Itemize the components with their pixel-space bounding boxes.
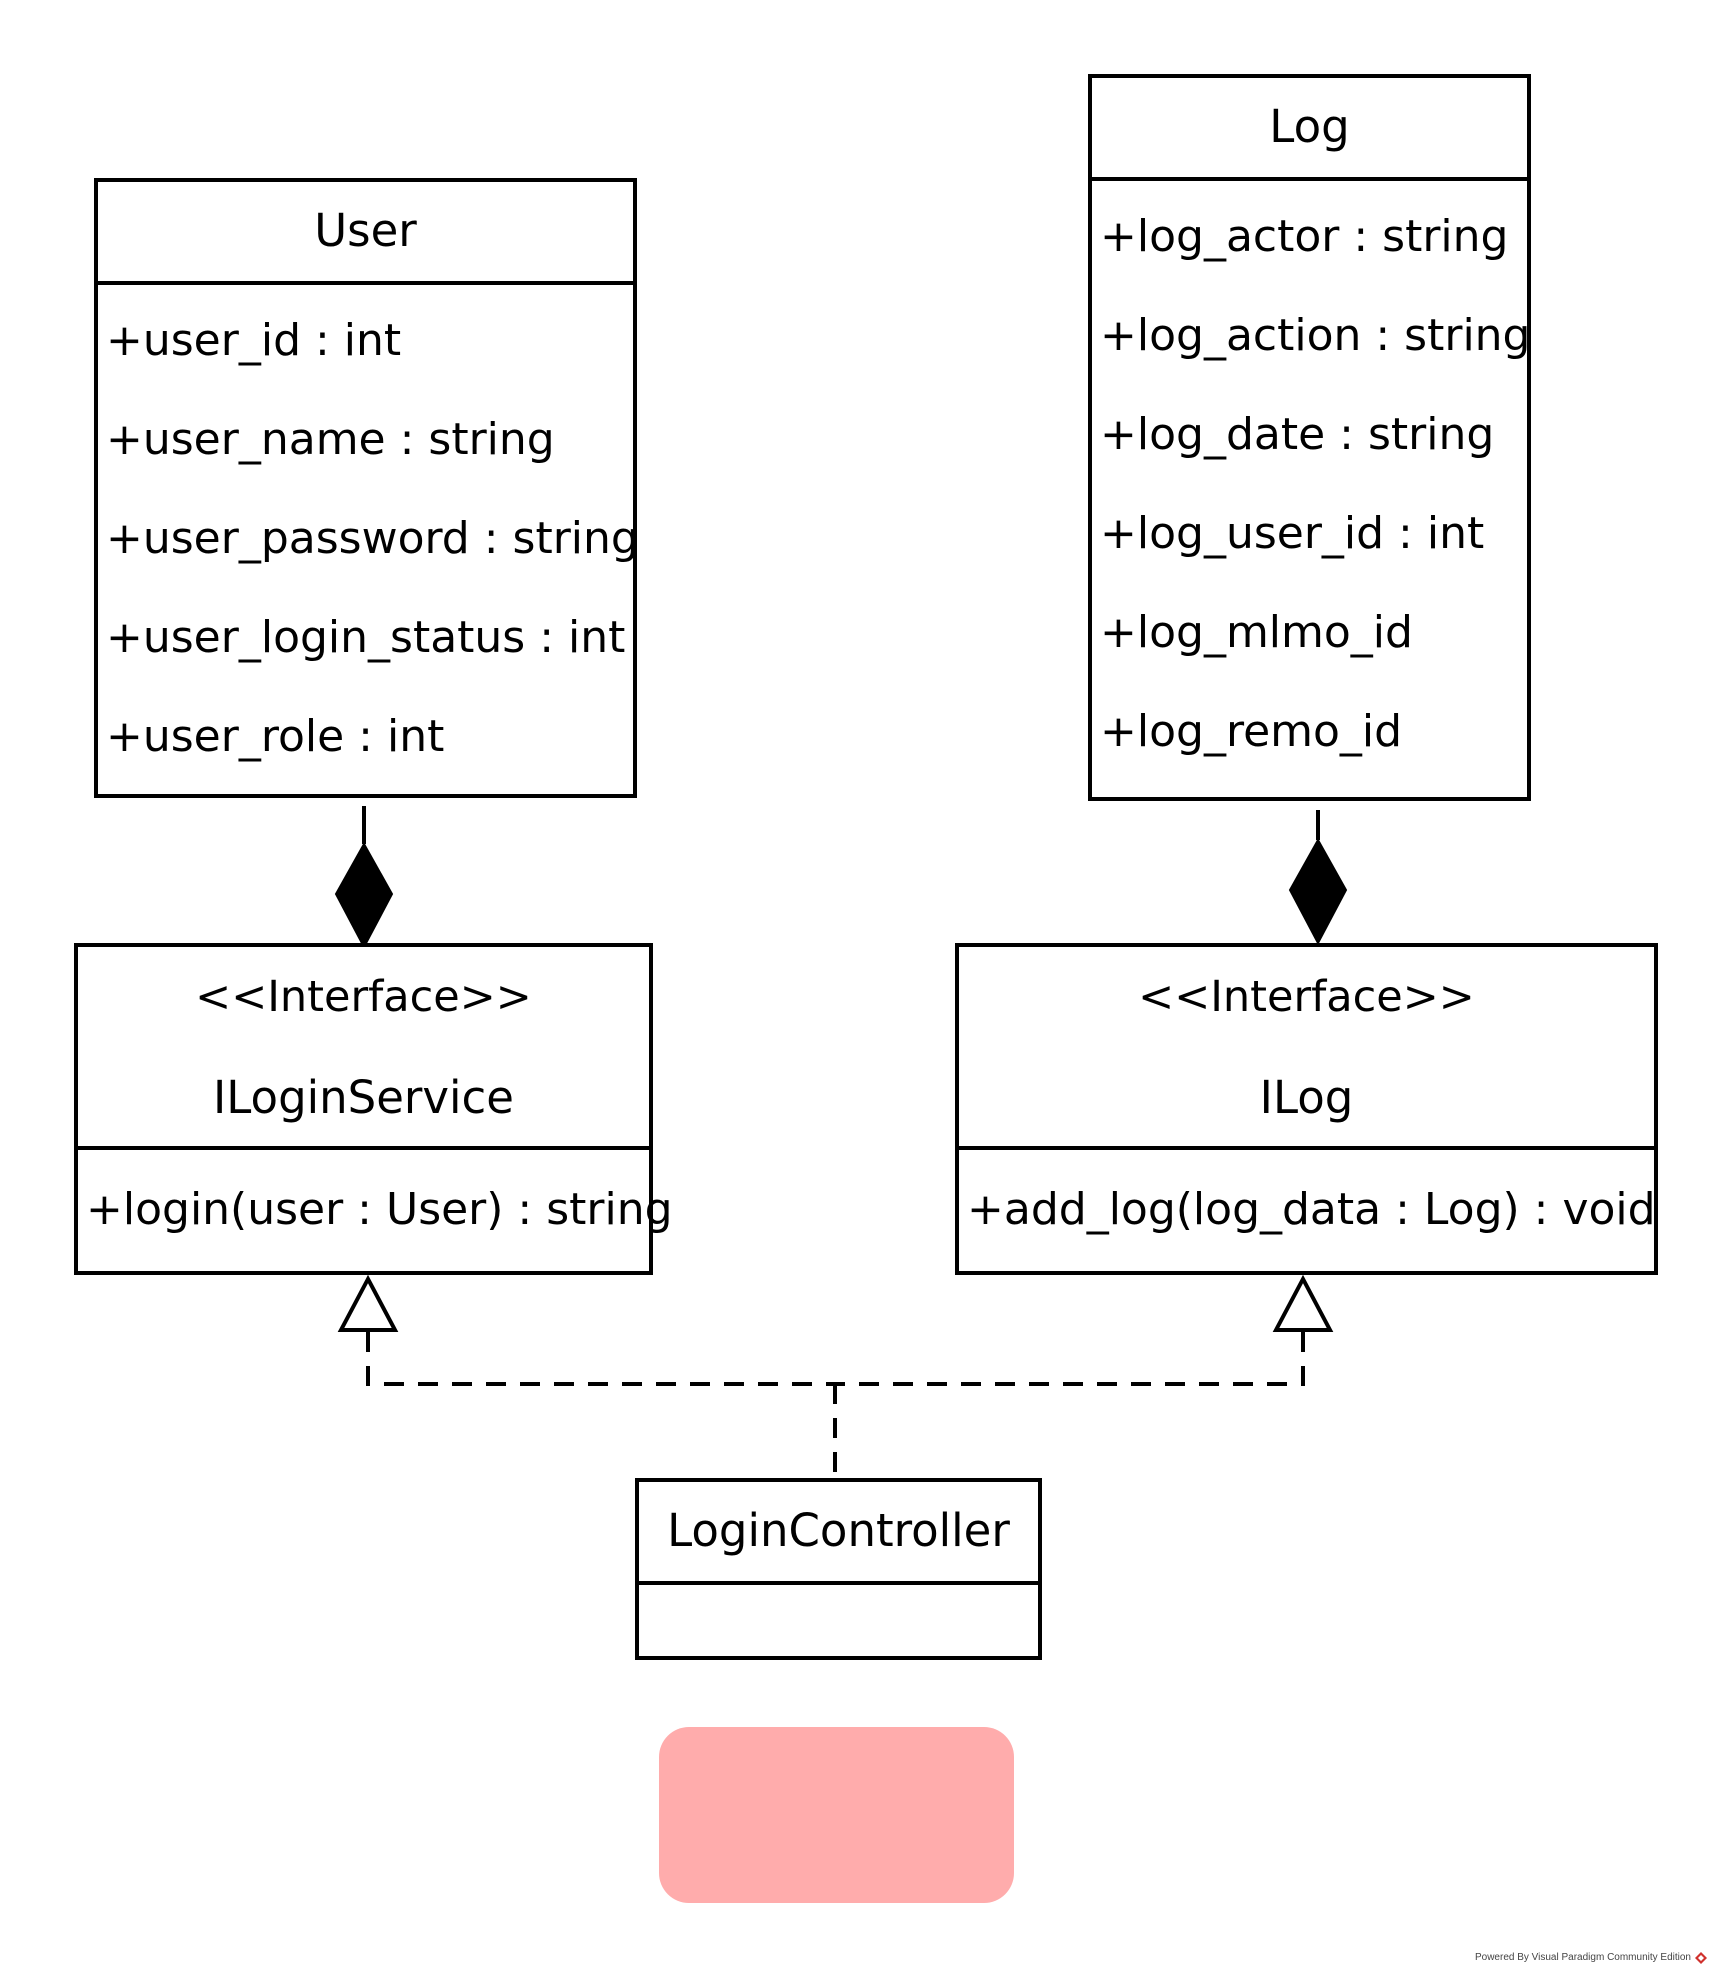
class-user-attributes: +user_id : int +user_name : string +user… <box>98 285 639 794</box>
attribute: +user_login_status : int <box>106 612 626 663</box>
attribute: +log_remo_id <box>1100 706 1403 757</box>
attribute: +user_password : string <box>106 513 639 564</box>
attribute: +user_name : string <box>106 414 555 465</box>
interface-iloginservice-methods: +login(user : User) : string <box>78 1150 673 1271</box>
method: +login(user : User) : string <box>86 1184 673 1235</box>
interface-ilog[interactable]: <<Interface>> ILog +add_log(log_data : L… <box>955 943 1658 1275</box>
class-log-attributes: +log_actor : string +log_action : string… <box>1092 181 1531 797</box>
attribute: +log_action : string <box>1100 310 1531 361</box>
class-user-name: User <box>314 204 417 257</box>
class-logincontroller-name: LoginController <box>667 1504 1010 1557</box>
interface-iloginservice[interactable]: <<Interface>> ILoginService +login(user … <box>74 943 673 1275</box>
class-logincontroller-header: LoginController <box>639 1482 1038 1585</box>
realization-arrowhead-ilog <box>1272 1274 1334 1332</box>
realization-path-iloginservice <box>366 1332 835 1386</box>
attribute: +user_id : int <box>106 315 402 366</box>
method: +add_log(log_data : Log) : void <box>967 1184 1656 1235</box>
credit-text: Powered By Visual Paradigm Community Edi… <box>1474 1952 1691 1963</box>
realization-path-ilog <box>835 1332 1305 1386</box>
attribute: +log_actor : string <box>1100 211 1509 262</box>
realization-arrowhead-iloginservice <box>337 1274 399 1332</box>
visual-paradigm-logo-icon <box>1695 1952 1707 1964</box>
class-user[interactable]: User +user_id : int +user_name : string … <box>94 178 639 798</box>
note-shape[interactable] <box>659 1727 1014 1903</box>
stereotype-label: <<Interface>> <box>1138 972 1475 1022</box>
class-logincontroller[interactable]: LoginController <box>635 1478 1042 1660</box>
class-user-header: User <box>98 182 633 285</box>
interface-iloginservice-name: ILoginService <box>213 1071 514 1124</box>
attribute: +user_role : int <box>106 711 445 762</box>
class-log-name: Log <box>1269 100 1350 153</box>
composition-diamond-log <box>1288 837 1348 946</box>
credit-footer: Powered By Visual Paradigm Community Edi… <box>1475 1951 1707 1965</box>
class-log[interactable]: Log +log_actor : string +log_action : st… <box>1088 74 1531 801</box>
composition-diamond-user <box>334 841 394 950</box>
attribute: +log_user_id : int <box>1100 508 1485 559</box>
class-log-header: Log <box>1092 78 1527 181</box>
attribute: +log_date : string <box>1100 409 1495 460</box>
interface-iloginservice-header: <<Interface>> ILoginService <box>78 947 649 1150</box>
interface-ilog-methods: +add_log(log_data : Log) : void <box>959 1150 1656 1271</box>
stereotype-label: <<Interface>> <box>195 972 532 1022</box>
attribute: +log_mlmo_id <box>1100 607 1413 658</box>
interface-ilog-header: <<Interface>> ILog <box>959 947 1654 1150</box>
interface-ilog-name: ILog <box>1259 1071 1354 1124</box>
